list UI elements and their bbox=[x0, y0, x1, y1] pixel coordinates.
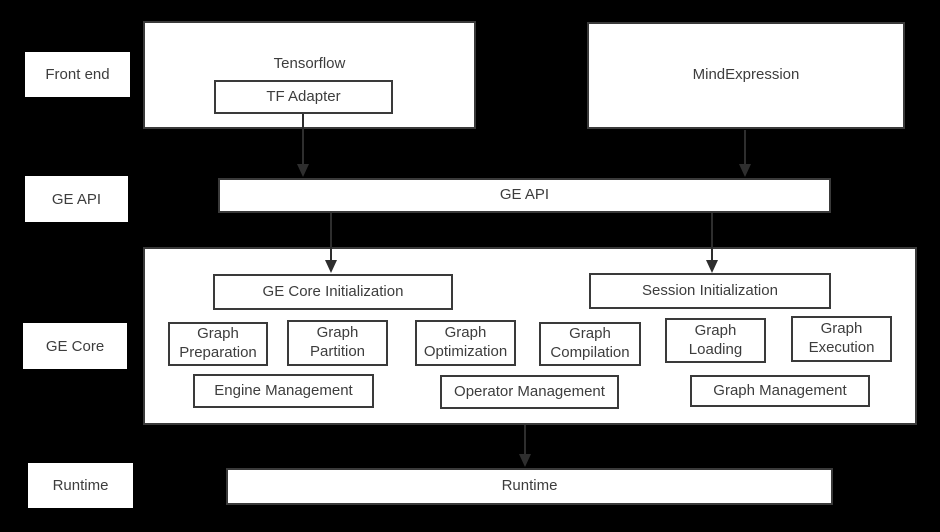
arrow-ge-api-to-session-initialization bbox=[706, 213, 718, 273]
tensorflow-box: Tensorflow TF Adapter bbox=[143, 21, 476, 129]
session-initialization-box: Session Initialization bbox=[589, 273, 831, 309]
rail-label-ge-core: GE Core bbox=[23, 323, 127, 369]
mindexpression-box: MindExpression bbox=[587, 22, 905, 129]
arrow-shaft bbox=[524, 425, 526, 456]
tf-adapter-box: TF Adapter bbox=[214, 80, 393, 114]
arrow-ge-api-to-ge-core-initialization bbox=[325, 213, 337, 273]
arrow-head-icon bbox=[739, 164, 751, 177]
graph-preparation-box: Graph Preparation bbox=[168, 322, 268, 366]
graph-compilation-box: Graph Compilation bbox=[539, 322, 641, 366]
arrow-shaft bbox=[302, 114, 304, 166]
graph-loading-box: Graph Loading bbox=[665, 318, 766, 363]
rail-label-ge-api: GE API bbox=[25, 176, 128, 222]
graph-optimization-box: Graph Optimization bbox=[415, 320, 516, 366]
arrow-shaft bbox=[711, 213, 713, 262]
arrow-shaft bbox=[744, 130, 746, 166]
rail-label-runtime: Runtime bbox=[28, 463, 133, 508]
ge-core-box: GE Core Initialization Session Initializ… bbox=[143, 247, 917, 425]
arrow-head-icon bbox=[297, 164, 309, 177]
runtime-bar: Runtime bbox=[226, 468, 833, 505]
arrow-shaft bbox=[330, 213, 332, 262]
arrow-head-icon bbox=[519, 454, 531, 467]
rail-label-front-end: Front end bbox=[25, 52, 130, 97]
arrow-head-icon bbox=[706, 260, 718, 273]
ge-api-bar: GE API bbox=[218, 178, 831, 213]
tensorflow-label: Tensorflow bbox=[273, 55, 346, 72]
ge-core-initialization-box: GE Core Initialization bbox=[213, 274, 453, 310]
graph-management-box: Graph Management bbox=[690, 375, 870, 407]
arrow-ge-core-to-runtime bbox=[519, 425, 531, 467]
operator-management-box: Operator Management bbox=[440, 375, 619, 409]
graph-execution-box: Graph Execution bbox=[791, 316, 892, 362]
arrow-head-icon bbox=[325, 260, 337, 273]
graph-partition-box: Graph Partition bbox=[287, 320, 388, 366]
arrow-mindexpression-to-ge-api bbox=[739, 130, 751, 177]
arrow-tf-adapter-to-ge-api bbox=[297, 114, 309, 177]
engine-management-box: Engine Management bbox=[193, 374, 374, 408]
